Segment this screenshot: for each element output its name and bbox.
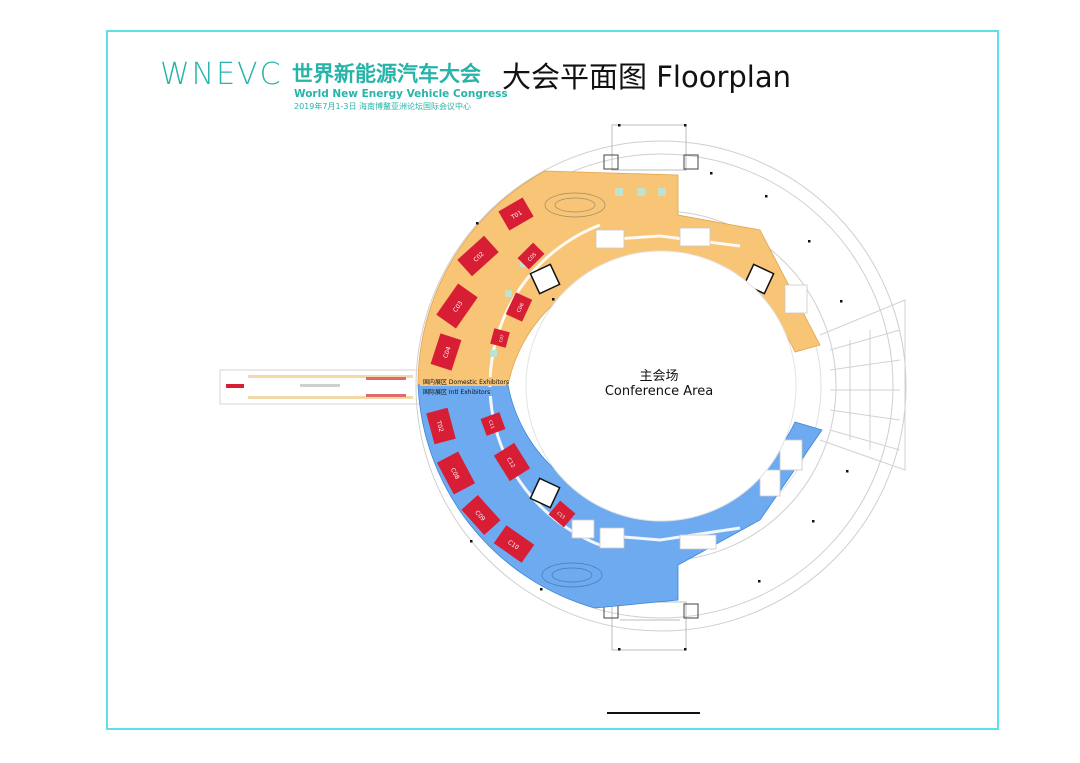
booth-label: C07 xyxy=(498,333,505,342)
international-zone-label: 国际展区 Intl Exhibitors xyxy=(423,388,490,396)
booth[interactable]: T01 xyxy=(498,197,534,231)
booth-label: C12 xyxy=(505,457,516,469)
conference-area[interactable] xyxy=(525,250,797,522)
domestic-booths: T01 C02 C03 C04 C05 C06 C07 xyxy=(430,197,545,371)
booth[interactable]: C07 xyxy=(490,328,510,348)
congress-name-en: World New Energy Vehicle Congress xyxy=(294,88,508,100)
conference-area-label-cn: 主会场 xyxy=(639,369,678,384)
booth[interactable]: C08 xyxy=(436,451,476,495)
conference-area-label-en: Conference Area xyxy=(605,384,713,399)
north-entrance xyxy=(603,124,699,171)
car-display-areas xyxy=(541,192,606,588)
west-walkway xyxy=(219,369,421,405)
booth-label: C08 xyxy=(449,467,461,481)
international-booths: T02 C08 C09 C10 C11 C12 C13 xyxy=(426,407,576,563)
domestic-zone-label: 国内展区 Domestic Exhibitors xyxy=(423,378,509,386)
congress-date-venue: 2019年7月1-3日 海南博鳌亚洲论坛国际会议中心 xyxy=(294,102,472,111)
scale-bar xyxy=(607,712,700,714)
congress-name-cn: 世界新能源汽车大会 xyxy=(292,62,481,86)
booth[interactable]: T02 xyxy=(426,407,456,445)
booth-label: C04 xyxy=(442,346,452,360)
booth[interactable]: C09 xyxy=(461,495,501,535)
booth[interactable]: C02 xyxy=(457,235,499,277)
wnevc-logo: WNEVC xyxy=(160,57,283,92)
booth-label: T02 xyxy=(434,419,444,433)
page-title: 大会平面图 Floorplan xyxy=(502,60,791,94)
booth[interactable]: C11 xyxy=(480,412,506,436)
booth-label: C13 xyxy=(555,510,566,520)
booth[interactable]: C05 xyxy=(517,242,545,270)
booth[interactable]: C06 xyxy=(505,292,533,322)
booth[interactable]: C12 xyxy=(493,442,531,482)
booth[interactable]: C13 xyxy=(548,500,576,528)
booth[interactable]: C04 xyxy=(430,333,462,371)
booth[interactable]: C03 xyxy=(436,283,478,329)
booth-label: C05 xyxy=(527,252,538,263)
east-wing-structure xyxy=(819,299,906,471)
map-frame xyxy=(106,30,999,730)
service-rooms xyxy=(571,227,808,550)
booth[interactable]: C10 xyxy=(493,525,535,563)
booth-label: C11 xyxy=(487,419,496,430)
booth-label: C06 xyxy=(516,302,526,313)
south-entrance xyxy=(603,601,699,651)
